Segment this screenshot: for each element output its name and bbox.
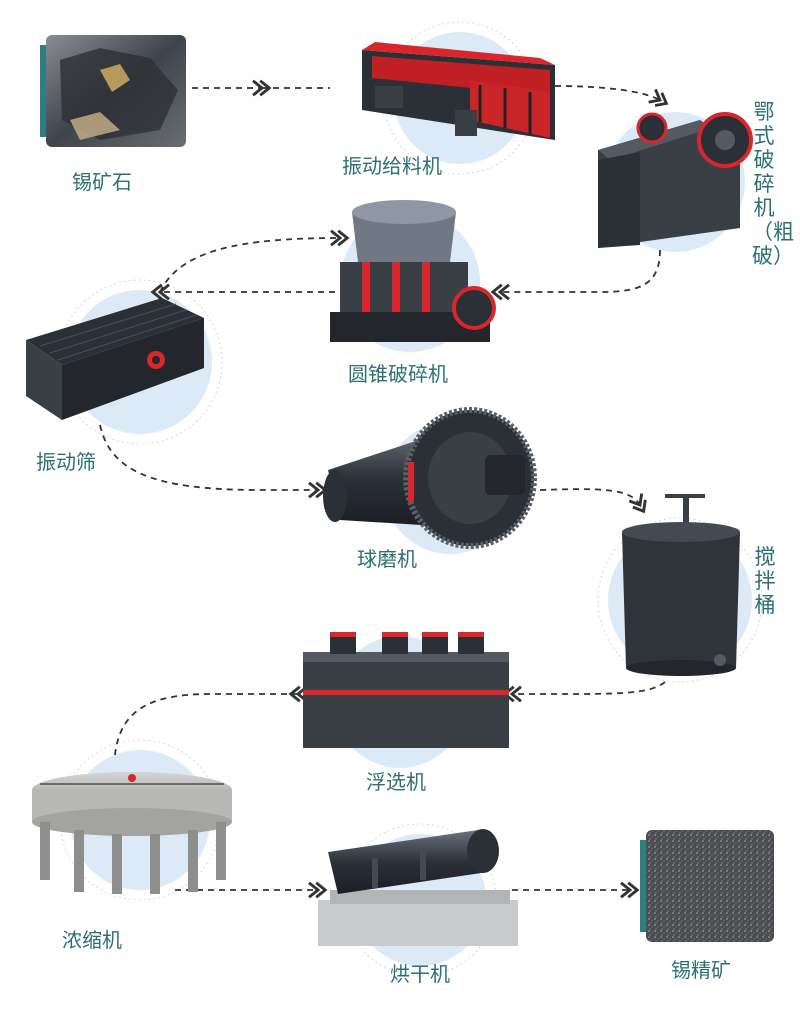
label-ball-mill: 球磨机 xyxy=(357,547,417,571)
jaw-crusher-image xyxy=(598,112,753,248)
label-jaw-crusher: 鄂式破碎机（粗破） xyxy=(752,100,794,268)
cone-crusher-image xyxy=(330,200,496,342)
flotation-machine-image xyxy=(303,632,509,748)
vibrating-feeder-image xyxy=(362,42,555,140)
label-tin-concentrate: 锡精矿 xyxy=(671,958,731,982)
agitation-tank-image xyxy=(622,494,740,676)
label-agitation-tank: 搅拌桶 xyxy=(754,545,776,617)
label-tin-ore: 锡矿石 xyxy=(72,170,132,194)
label-flotation-machine: 浮选机 xyxy=(366,770,426,794)
tin-ore-image xyxy=(40,35,186,147)
flow-arrows xyxy=(99,79,669,899)
label-cone-crusher: 圆锥破碎机 xyxy=(348,362,448,386)
arrow-jaw-to-cone xyxy=(490,249,661,301)
tin-concentrate-image xyxy=(640,830,774,942)
label-vibrating-feeder: 振动给料机 xyxy=(342,154,442,178)
vibrating-screen-image xyxy=(26,298,204,420)
thickener-image xyxy=(32,772,232,894)
arrow-screen-to-mill xyxy=(99,424,328,499)
arrow-feeder-to-jaw xyxy=(554,85,669,107)
arrow-screen-return xyxy=(159,229,350,293)
dryer-image xyxy=(318,829,518,946)
ball-mill-image xyxy=(323,407,537,549)
label-dryer: 烘干机 xyxy=(390,962,450,986)
label-vibrating-screen: 振动筛 xyxy=(36,450,96,474)
arrow-tank-to-flotation xyxy=(502,681,666,703)
label-thickener: 浓缩机 xyxy=(62,928,122,952)
arrow-mill-to-tank xyxy=(539,488,647,514)
arrow-flotation-to-thickener xyxy=(114,685,308,756)
